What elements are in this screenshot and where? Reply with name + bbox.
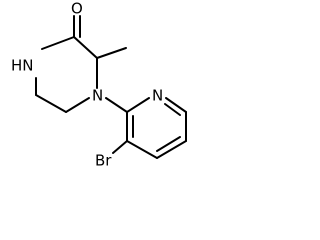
- bond-c2-c3: [73, 36, 98, 59]
- atom-n-pyridine: N: [152, 87, 163, 105]
- bond-c5-c6: [35, 94, 67, 113]
- bond-c4p-c3p: [126, 140, 158, 159]
- atom-o: O: [71, 0, 83, 18]
- bond-n4-pyridine: [105, 97, 128, 113]
- bond-c5p-c4p: [156, 140, 187, 159]
- bond-c3p-br: [112, 140, 128, 154]
- bond-npy-c6p: [165, 97, 187, 113]
- atom-nh: HN: [11, 57, 34, 75]
- bond-nh-c2: [41, 36, 75, 50]
- chemical-structure: HN O N N Br: [11, 0, 187, 170]
- bond-c5p-c4p-double: [156, 136, 181, 152]
- bond-npy-c6p-double: [164, 103, 181, 116]
- bond-n4-c5: [65, 97, 90, 113]
- atom-n-bridge: N: [92, 87, 103, 105]
- bond-c3-methyl: [96, 47, 127, 59]
- bond-c2p-npy: [126, 97, 150, 113]
- atom-br: Br: [95, 152, 112, 170]
